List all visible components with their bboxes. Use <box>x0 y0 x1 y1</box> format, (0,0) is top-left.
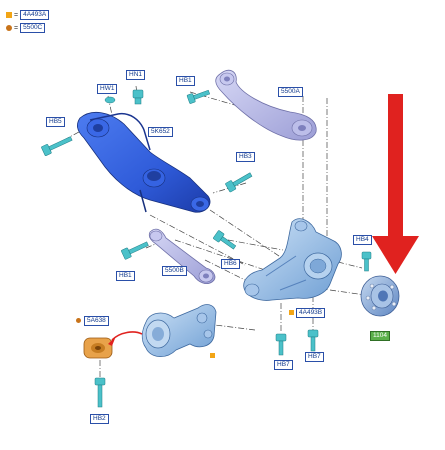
label-hb3: HB3 <box>236 152 255 162</box>
label-hb6: HB6 <box>221 259 240 269</box>
bolt-hb6-icon <box>213 230 237 250</box>
label-5k652: 5K652 <box>148 127 173 137</box>
label-4a493b: 4A493B <box>296 308 326 318</box>
bushing-arrowhead-icon <box>108 336 116 346</box>
legend-square-row: = 4A493A <box>6 10 50 20</box>
trailing-bracket <box>141 304 217 357</box>
marker-square-4a493b <box>289 310 294 315</box>
lower-arm-5k652 <box>76 111 211 213</box>
label-hb1-mid: HB1 <box>116 271 135 281</box>
label-hb7-b: HB7 <box>305 352 324 362</box>
bolt-hb2-icon <box>94 377 106 408</box>
legend-equals: = <box>14 11 19 19</box>
bushing-arrow-icon <box>111 331 143 341</box>
label-hb2: HB2 <box>90 414 109 424</box>
label-1104: 1104 <box>370 331 390 341</box>
washer-hw1-icon <box>104 96 116 104</box>
bolt-hb7-a-icon <box>275 333 287 356</box>
knuckle-4a493b <box>243 218 342 301</box>
marker-square-bracket <box>210 353 215 358</box>
bushing-5a638 <box>83 337 113 359</box>
toe-link-5500b <box>148 228 216 284</box>
red-down-arrow-icon <box>372 94 419 274</box>
label-hb5: HB5 <box>46 117 65 127</box>
legend-code-dot: 5500C <box>20 23 46 33</box>
marker-dot-5a638 <box>76 318 81 323</box>
label-hn1: HN1 <box>126 70 146 80</box>
bolt-hb3-icon <box>225 172 253 193</box>
label-5500a: 5500A <box>278 87 303 97</box>
legend-dot-icon <box>6 25 12 31</box>
legend-equals: = <box>14 24 19 32</box>
bolt-hb1-mid-icon <box>121 241 149 260</box>
bolt-hn1-icon <box>132 89 144 105</box>
label-5500b: 5500B <box>162 266 187 276</box>
bolts <box>41 89 372 408</box>
legend-square-icon <box>6 12 12 18</box>
upper-link-5500a <box>215 69 317 141</box>
legend-code-square: 4A493A <box>20 10 50 20</box>
wheel-hub-1104 <box>360 275 400 317</box>
bolt-hb4-icon <box>361 251 372 272</box>
label-5a638: 5A638 <box>84 316 109 326</box>
bolt-hb5-icon <box>41 136 73 156</box>
label-hb4: HB4 <box>353 235 372 245</box>
label-hw1: HW1 <box>97 84 118 94</box>
legend-dot-row: = 5500C <box>6 23 46 33</box>
bolt-hb1-top-icon <box>186 89 211 104</box>
label-hb1-top: HB1 <box>176 76 195 86</box>
label-hb7-a: HB7 <box>274 360 293 370</box>
bolt-hb7-b-icon <box>307 329 319 352</box>
